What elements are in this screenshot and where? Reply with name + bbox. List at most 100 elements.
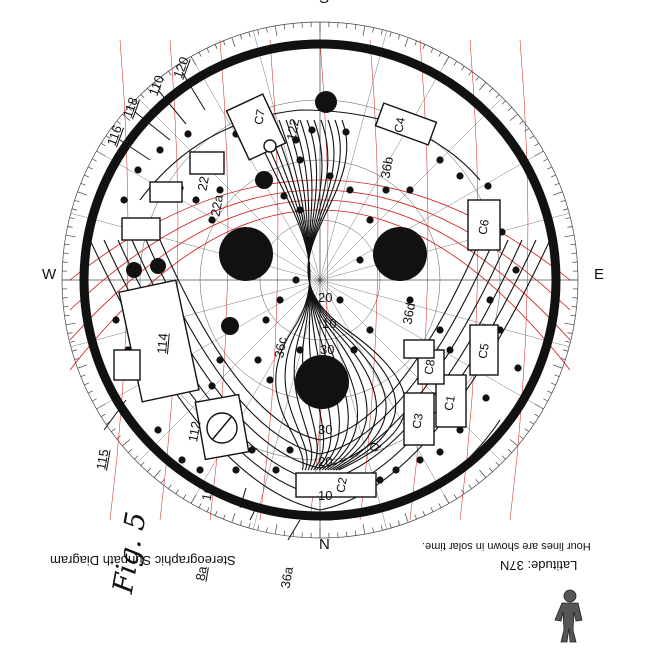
via [232, 466, 240, 474]
hour-line [509, 39, 529, 521]
via [326, 172, 334, 180]
azimuth-tick [214, 510, 218, 516]
azimuth-tick [550, 382, 556, 386]
azimuth-tick [495, 94, 500, 99]
azimuth-tick [198, 503, 202, 508]
azimuth-tick [414, 514, 417, 520]
azimuth-tick [111, 428, 116, 432]
via [296, 156, 304, 164]
azimuth-tick [430, 47, 434, 53]
azimuth-tick [519, 120, 524, 125]
azimuth-tick [547, 166, 553, 170]
azimuth-tick [529, 421, 535, 425]
via [216, 186, 224, 194]
signal-20b: 20 [318, 454, 333, 469]
via [436, 156, 444, 164]
azimuth-tick [543, 158, 548, 162]
label-c5: C5 [475, 342, 492, 360]
azimuth-tick [266, 527, 268, 533]
azimuth-tick [389, 523, 392, 529]
cardinal-east: E [594, 266, 605, 283]
via [356, 256, 364, 264]
mounting-hole-right [373, 227, 427, 281]
azimuth-tick [453, 494, 458, 499]
azimuth-tick [397, 34, 401, 40]
azimuth-tick [64, 314, 70, 317]
azimuth-tick [223, 40, 226, 46]
hour-lines-caption: Hour lines are shown in solar time. [422, 540, 591, 552]
via [296, 346, 304, 354]
via [208, 216, 216, 224]
azimuth-tick [248, 31, 251, 37]
azimuth-tick [63, 252, 69, 254]
via [512, 266, 520, 274]
via [192, 196, 200, 204]
azimuth-tick [438, 503, 442, 508]
azimuth-tick [468, 71, 472, 76]
trace [292, 119, 340, 471]
azimuth-tick [182, 494, 187, 499]
azimuth-tick [389, 31, 392, 37]
azimuth-tick [475, 76, 480, 81]
azimuth-tick [489, 467, 493, 472]
trace [319, 239, 495, 455]
via [308, 126, 316, 134]
trimmer-pot-slot [211, 415, 233, 441]
component-22a-body [149, 181, 183, 203]
azimuth-tick [206, 507, 210, 513]
via [486, 296, 494, 304]
azimuth-tick [74, 199, 80, 203]
azimuth-tick [160, 76, 165, 81]
azimuth-tick [239, 520, 243, 526]
azimuth-tick [362, 524, 366, 535]
reference-leaders [103, 71, 301, 541]
capacitor-c4-body [374, 102, 438, 146]
trace [264, 119, 313, 471]
azimuth-tick [354, 530, 357, 536]
azimuth-tick [231, 37, 236, 48]
azimuth-tick [248, 523, 251, 529]
azimuth-tick [92, 158, 97, 162]
via [178, 456, 186, 464]
azimuth-tick [509, 113, 518, 121]
armored-figurine-icon [554, 589, 583, 643]
azimuth-tick [77, 191, 88, 196]
via [196, 466, 204, 474]
via [484, 182, 492, 190]
via [228, 496, 236, 504]
via [156, 146, 164, 154]
azimuth-tick [105, 135, 111, 139]
via [296, 206, 304, 214]
azimuth-tick [552, 191, 563, 196]
azimuth-tick [175, 489, 179, 495]
via [120, 196, 128, 204]
azimuth-tick [87, 390, 93, 394]
signal-30b: 30 [318, 422, 333, 437]
azimuth-tick [140, 461, 145, 466]
azimuth-tick [461, 489, 465, 495]
azimuth-tick [519, 435, 524, 440]
pad-left-c [126, 262, 142, 278]
azimuth-tick [71, 349, 77, 352]
azimuth-tick [563, 208, 569, 211]
via [112, 316, 120, 324]
cardinal-north: N [319, 536, 330, 553]
via [446, 346, 454, 354]
azimuth-tick [495, 461, 500, 466]
pad-left-d [150, 258, 166, 274]
azimuth-tick [77, 364, 88, 369]
azimuth-tick [414, 40, 417, 46]
azimuth-tick [397, 520, 401, 526]
via [416, 456, 424, 464]
azimuth-tick [422, 44, 426, 50]
circuit-traces [89, 109, 551, 521]
azimuth-tick [292, 531, 294, 537]
azimuth-tick [274, 25, 278, 36]
trace [129, 419, 501, 521]
label-c4: C4 [391, 116, 408, 134]
via [280, 192, 288, 200]
azimuth-tick [257, 29, 260, 35]
azimuth-tick [128, 449, 133, 453]
ref-8a: 8a [192, 565, 210, 582]
azimuth-tick [438, 52, 442, 57]
